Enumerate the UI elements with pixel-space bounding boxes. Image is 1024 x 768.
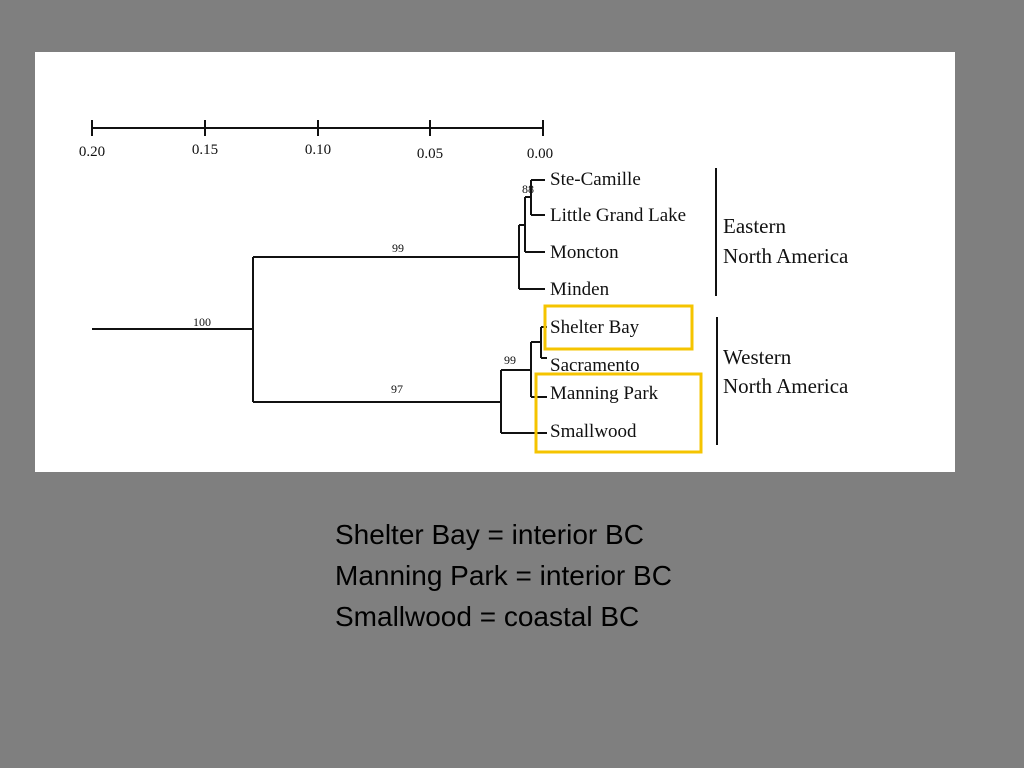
scale-tick-label: 0.00 <box>527 146 553 162</box>
taxon-label-little-grand-lake: Little Grand Lake <box>550 205 686 226</box>
region-label-western: Western <box>723 345 792 369</box>
tree-branches <box>92 179 547 434</box>
support-value-western: 97 <box>391 382 403 396</box>
scale-tick-label: 0.20 <box>79 144 105 160</box>
taxon-label-ste-camille: Ste-Camille <box>550 169 641 190</box>
region-brackets: Eastern North America Western North Amer… <box>715 168 849 445</box>
taxon-label-shelter-bay: Shelter Bay <box>550 317 640 338</box>
support-value-ste-camille-lgl: 88 <box>522 182 534 196</box>
notes-block: Shelter Bay = interior BC Manning Park =… <box>335 514 672 637</box>
support-value-eastern: 99 <box>392 241 404 255</box>
scale-tick-label: 0.10 <box>305 142 331 158</box>
support-value-western-inner: 99 <box>504 353 516 367</box>
taxon-label-moncton: Moncton <box>550 242 619 263</box>
bootstrap-values: 100 99 88 97 99 <box>193 182 534 396</box>
highlight-box-manning-smallwood <box>534 372 703 454</box>
dendrogram-panel: 0.20 0.15 0.10 0.05 0.00 <box>35 52 955 472</box>
taxon-label-manning-park: Manning Park <box>550 383 659 404</box>
note-shelter-bay: Shelter Bay = interior BC <box>335 519 644 550</box>
region-label-western: North America <box>723 374 849 398</box>
scale-tick-label: 0.15 <box>192 142 218 158</box>
note-manning-park: Manning Park = interior BC <box>335 560 672 591</box>
support-value-root: 100 <box>193 315 211 329</box>
scale-tick-label: 0.05 <box>417 146 443 162</box>
taxon-label-minden: Minden <box>550 279 610 300</box>
region-label-eastern: North America <box>723 244 849 268</box>
taxon-labels: Ste-Camille Little Grand Lake Moncton Mi… <box>550 169 686 442</box>
region-label-eastern: Eastern <box>723 214 786 238</box>
scale-bar: 0.20 0.15 0.10 0.05 0.00 <box>79 120 553 162</box>
taxon-label-smallwood: Smallwood <box>550 421 637 442</box>
phylogenetic-tree: 0.20 0.15 0.10 0.05 0.00 <box>79 120 849 454</box>
highlight-box-shelter-bay <box>543 304 694 351</box>
taxon-label-sacramento: Sacramento <box>550 355 640 376</box>
note-smallwood: Smallwood = coastal BC <box>335 601 640 632</box>
highlight-boxes <box>534 304 703 454</box>
